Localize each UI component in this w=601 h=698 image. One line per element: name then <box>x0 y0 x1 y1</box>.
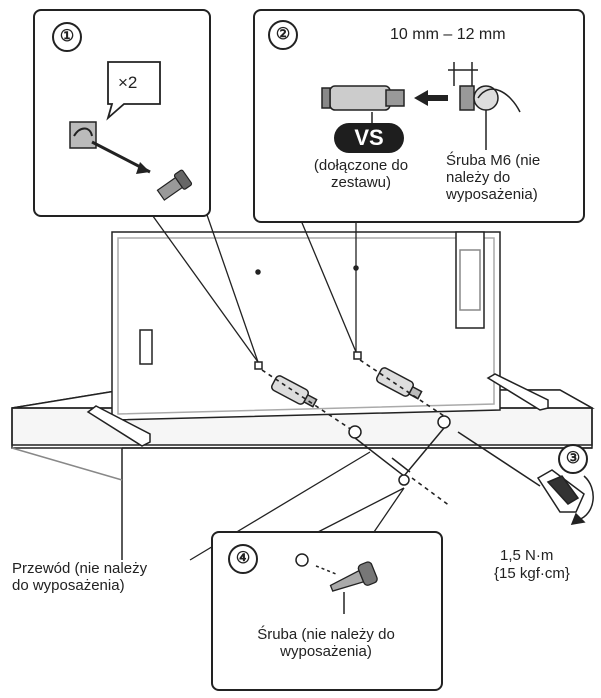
tv-back <box>111 231 501 421</box>
step-1-badge: ① <box>52 22 82 52</box>
wire-label: Przewód (nie należy do wyposażenia) <box>12 560 148 594</box>
panel-4 <box>211 531 443 691</box>
quantity-label: ×2 <box>118 73 138 92</box>
torque-kgf: {15 kgf·cm} <box>494 565 570 582</box>
mounted-spacers <box>271 367 423 408</box>
m6-screw-detail <box>371 62 521 150</box>
screwdriver <box>457 431 594 525</box>
panel-1 <box>33 9 211 217</box>
m6-screw-label: Śruba M6 (nie należy do wyposażenia) <box>446 152 541 203</box>
panel-2 <box>253 9 585 223</box>
stand-feet <box>86 373 549 447</box>
assembly-lines <box>261 359 451 507</box>
arrow-left <box>414 90 448 106</box>
spacer-detail <box>321 85 405 111</box>
step-2-badge: ② <box>268 20 298 50</box>
torque-value: 1,5 N·m <box>500 547 554 564</box>
wire-and-hooks <box>348 415 451 486</box>
included-label: (dołączone do zestawu) <box>313 157 409 191</box>
dimension-label: 10 mm – 12 mm <box>390 26 506 43</box>
screw-label: Śruba (nie należy do wyposażenia) <box>257 626 395 660</box>
step-4-badge: ④ <box>228 544 258 574</box>
vs-badge: VS <box>334 123 404 153</box>
step-3-badge: ③ <box>558 444 588 474</box>
